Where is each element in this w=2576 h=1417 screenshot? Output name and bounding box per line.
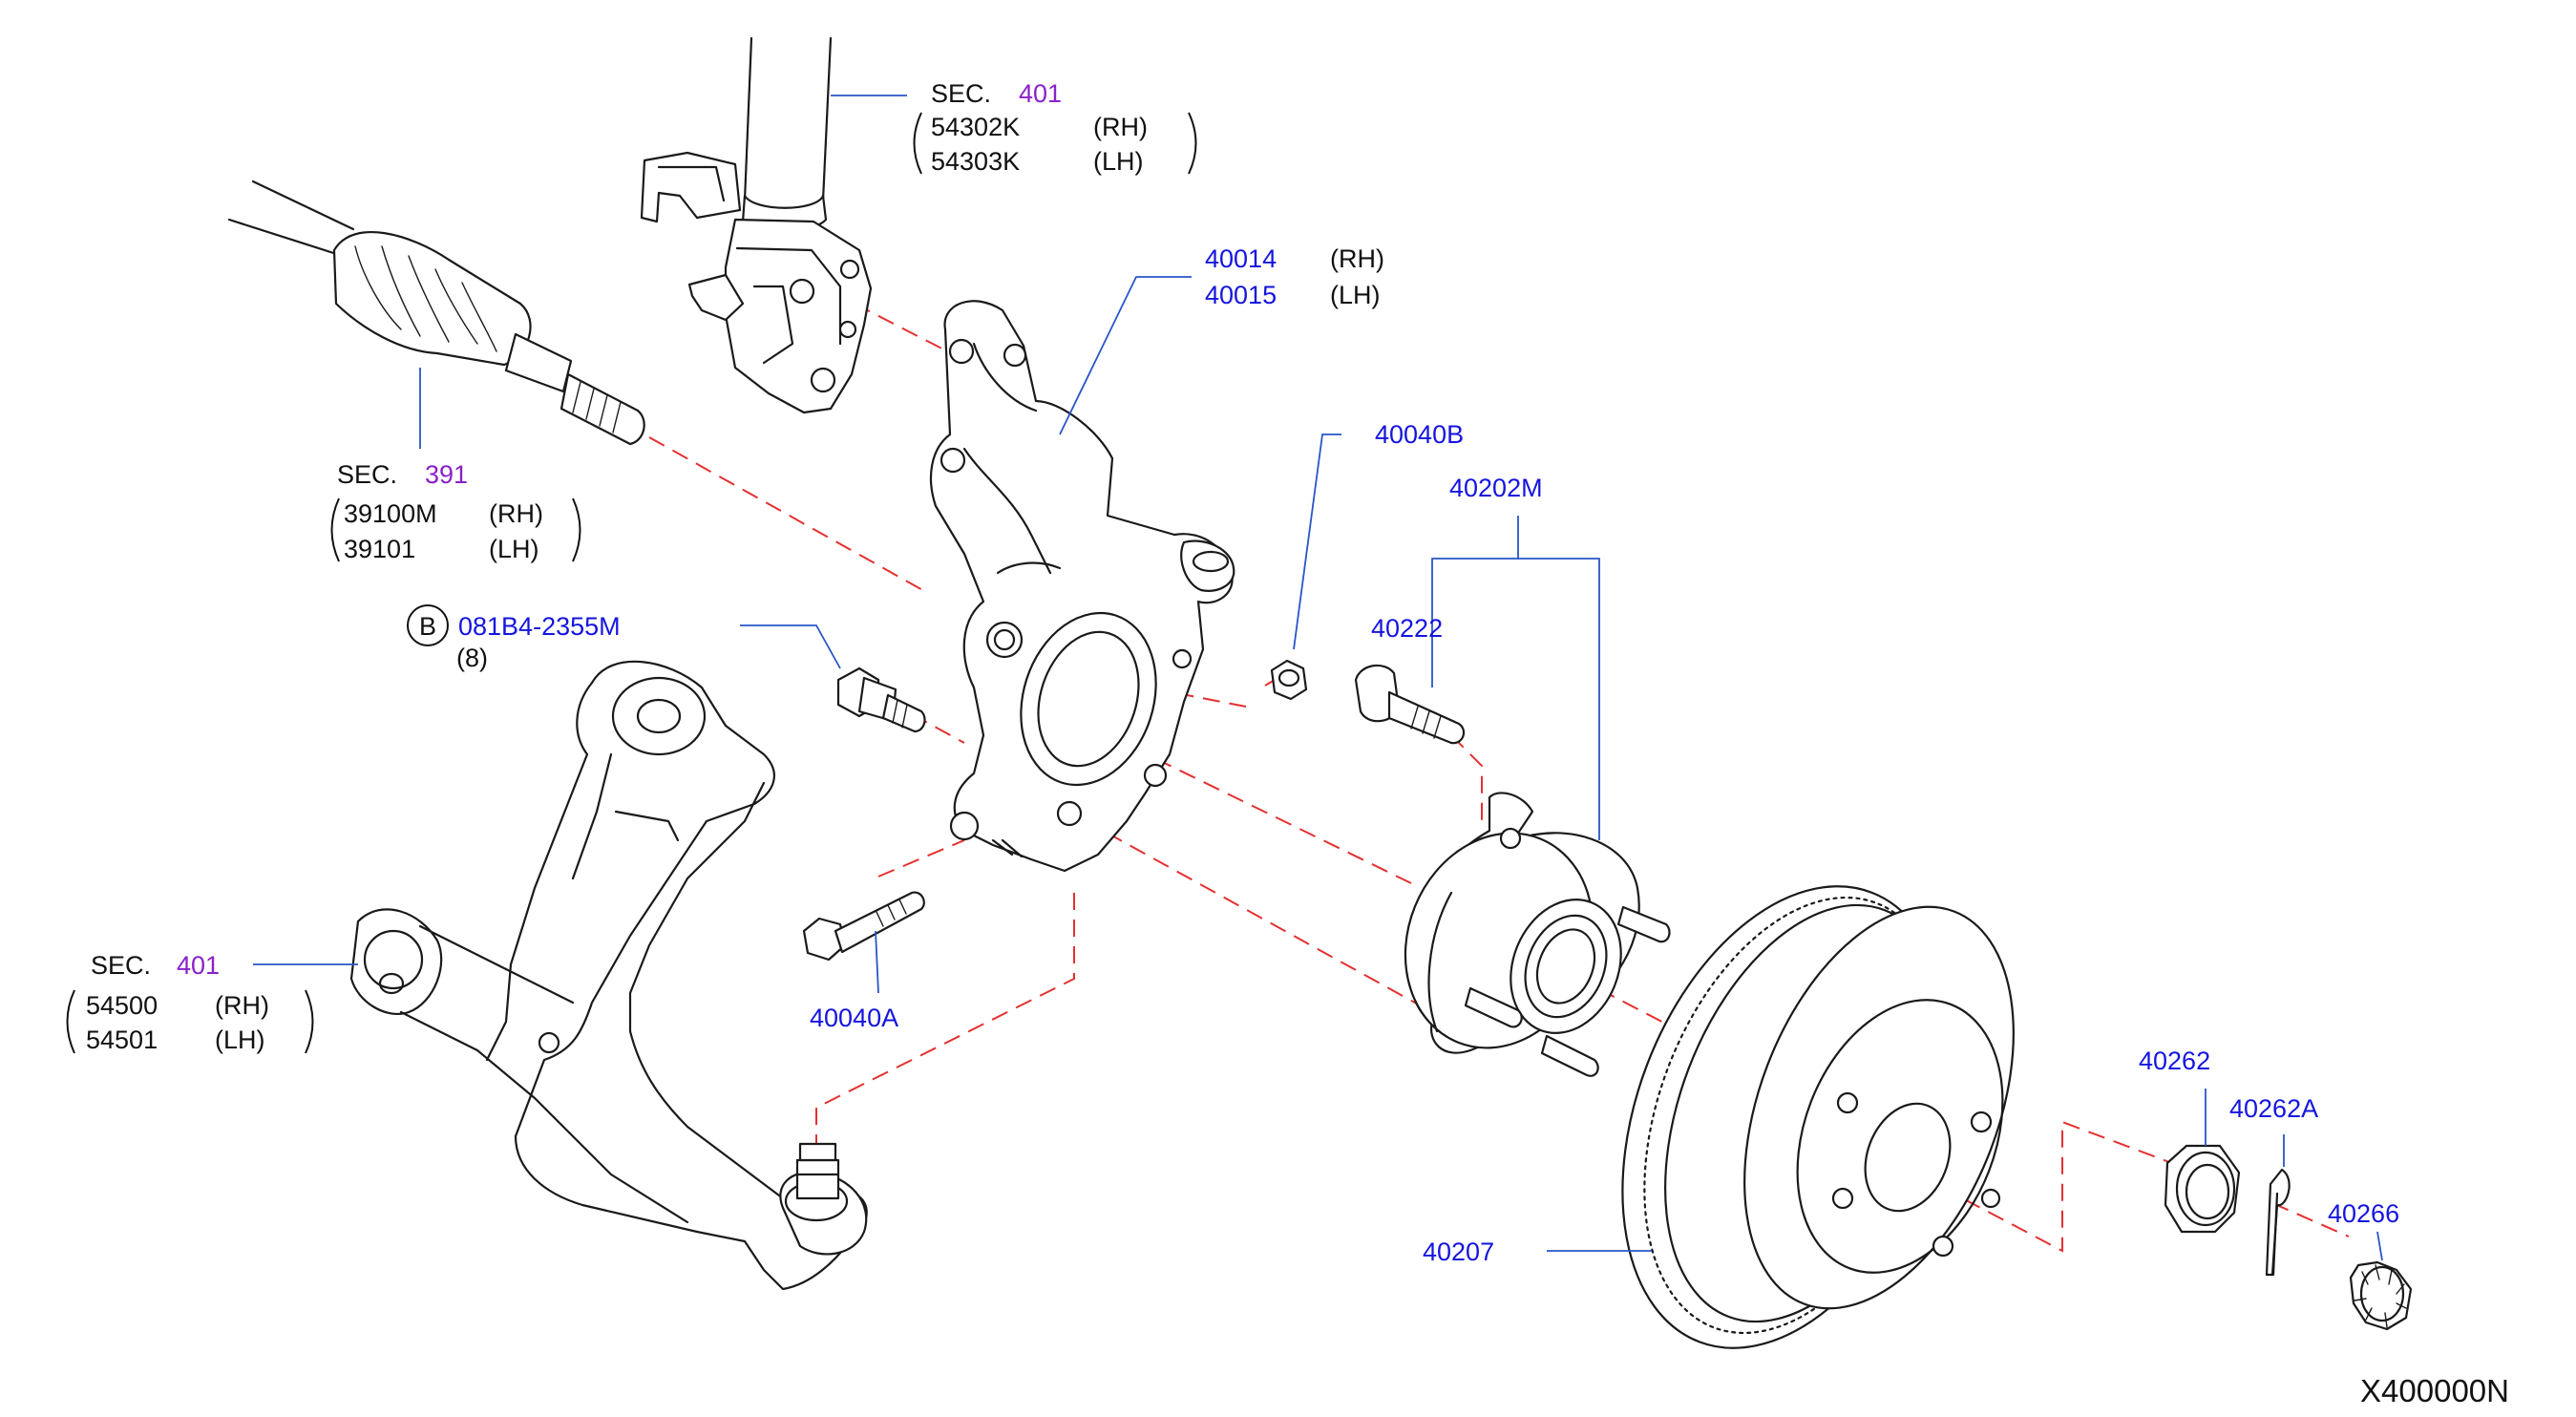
cotter-pin-part-number: 40262A	[2229, 1094, 2318, 1123]
knuckle-rh-part: 40014	[1205, 244, 1277, 273]
nut-upper-part-number: 40040B	[1375, 420, 1464, 449]
cotter-pin	[2265, 1168, 2291, 1277]
knuckle-lh-side: (LH)	[1330, 281, 1381, 309]
knuckle-rh-side: (RH)	[1330, 244, 1384, 273]
knuckle-callout: 40014 (RH) 40015 (LH)	[1205, 244, 1384, 309]
leader-lines	[253, 95, 2383, 1261]
knuckle-lh-part: 40015	[1205, 281, 1277, 309]
nut-40040b	[1270, 659, 1308, 701]
hub-bolt-40222	[1354, 664, 1466, 745]
nut-cap-part-number: 40266	[2328, 1199, 2399, 1228]
strut-sec-label: SEC.	[931, 79, 991, 108]
lower-arm-rh-part: 54500	[86, 991, 158, 1020]
driveshaft-rh-part: 39100M	[344, 499, 437, 528]
driveshaft-lh-part: 39101	[344, 535, 415, 563]
driveshaft-rh-side: (RH)	[489, 499, 543, 528]
driveshaft-lh-side: (LH)	[489, 535, 539, 563]
knuckle-bolt-b	[836, 666, 926, 733]
rotor-part-number: 40207	[1423, 1237, 1494, 1266]
lower-arm-rh-side: (RH)	[215, 991, 269, 1020]
driveshaft-callout: SEC. 391 39100M (RH) 39101 (LH)	[337, 460, 543, 563]
lower-arm-lh-part: 54501	[86, 1026, 158, 1054]
hub-bolt-part-number: 40222	[1371, 614, 1443, 643]
brake-rotor	[1621, 885, 2015, 1349]
bolt-group-marker-circle	[407, 604, 449, 646]
diagram-code: X400000N	[2360, 1373, 2509, 1408]
strut-callout: SEC. 401 54302K (RH) 54303K (LH)	[931, 79, 1148, 176]
strut-sec-number: 401	[1019, 79, 1062, 108]
strut-assembly	[640, 36, 873, 414]
lower-arm-sec-label: SEC.	[91, 951, 151, 980]
strut-rh-part: 54302K	[931, 113, 1020, 141]
hub-assembly-part-number: 40202M	[1449, 474, 1543, 502]
drive-shaft	[227, 180, 645, 446]
steering-knuckle	[929, 300, 1235, 873]
hub-nut-part-number: 40262	[2139, 1047, 2210, 1075]
lower-arm-lh-side: (LH)	[215, 1026, 265, 1054]
driveshaft-sec-label: SEC.	[337, 460, 397, 489]
bolt-b-quantity: (8)	[456, 644, 488, 672]
driveshaft-sec-number: 391	[425, 460, 468, 489]
bolt-b-part-number: 081B4-2355M	[458, 612, 621, 641]
strut-lh-part: 54303K	[931, 147, 1020, 176]
hub-assembly	[1404, 792, 1671, 1077]
strut-lh-side: (LH)	[1093, 147, 1144, 176]
lower-arm-sec-number: 401	[177, 951, 220, 980]
bracket-marks	[66, 112, 1197, 1054]
alignment-lines	[648, 303, 2350, 1253]
bolt-group-marker: B	[419, 612, 436, 641]
nut-cap-40266	[2349, 1260, 2413, 1331]
hub-nut-40262	[2164, 1144, 2241, 1234]
lower-arm-callout: SEC. 401 54500 (RH) 54501 (LH)	[86, 951, 269, 1054]
knuckle-bolt-a	[802, 891, 925, 962]
lower-control-arm	[349, 660, 868, 1291]
knuckle-bolt-a-part-number: 40040A	[810, 1004, 898, 1032]
strut-rh-side: (RH)	[1093, 113, 1148, 141]
